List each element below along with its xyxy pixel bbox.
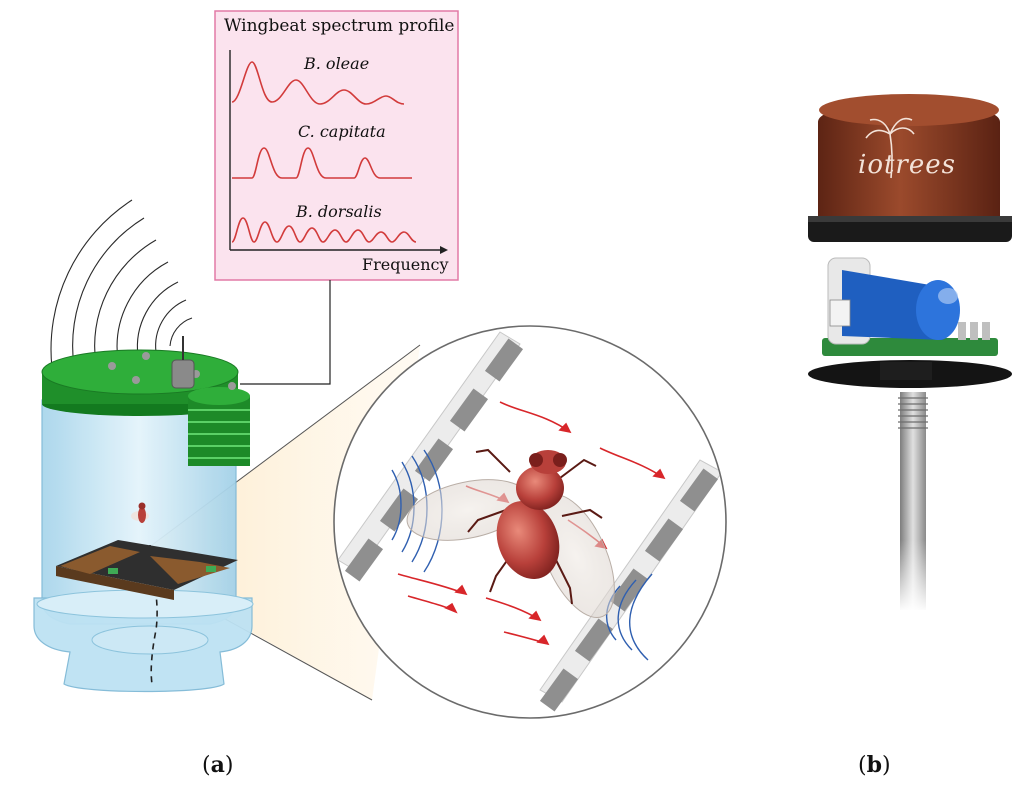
panel-label-a: (a)	[202, 752, 233, 778]
panel-label-a-letter: a	[210, 752, 225, 778]
spectrum-panel-bg	[214, 10, 459, 281]
species-label-b-oleae: B. oleae	[304, 54, 370, 73]
magnification-beam	[140, 345, 420, 700]
panel-label-b-close: )	[881, 753, 891, 778]
species-label-b-dorsalis: B. dorsalis	[296, 202, 382, 221]
spectrum-curve-b-dorsalis	[231, 217, 417, 243]
species-label-c-capitata: C. capitata	[298, 122, 386, 141]
iot-device	[808, 94, 1012, 612]
device-cap	[818, 102, 1000, 222]
x-axis-arrowhead	[440, 246, 448, 254]
device-logo: iotrees	[858, 150, 956, 180]
panel-label-a-close: )	[224, 753, 234, 778]
x-axis-label: Frequency	[362, 255, 449, 274]
spectrum-curve-c-capitata	[232, 147, 412, 179]
panel-connector-line	[240, 280, 331, 385]
battery	[827, 257, 960, 345]
fruit-fly	[406, 448, 615, 619]
palm-tree-logo-icon	[865, 117, 915, 179]
cap-seal-ring	[808, 216, 1012, 242]
panel-label-b-open: (	[858, 753, 867, 778]
panel-label-b-letter: b	[866, 752, 882, 778]
trap-lid	[41, 336, 250, 466]
panel-label-b: (b)	[858, 752, 891, 778]
antenna-base	[171, 359, 195, 389]
trap-vent-stack	[188, 387, 250, 466]
spectrum-panel-title: Wingbeat spectrum profile	[224, 16, 455, 36]
spectrum-panel	[214, 10, 459, 385]
panel-label-a-open: (	[202, 753, 211, 778]
spectrum-curve-b-oleae	[231, 61, 405, 105]
magnified-sensor-view	[333, 325, 727, 719]
small-fly-in-trap	[131, 502, 149, 523]
wireless-signal-arcs	[50, 199, 193, 369]
trap-jar	[33, 399, 254, 693]
